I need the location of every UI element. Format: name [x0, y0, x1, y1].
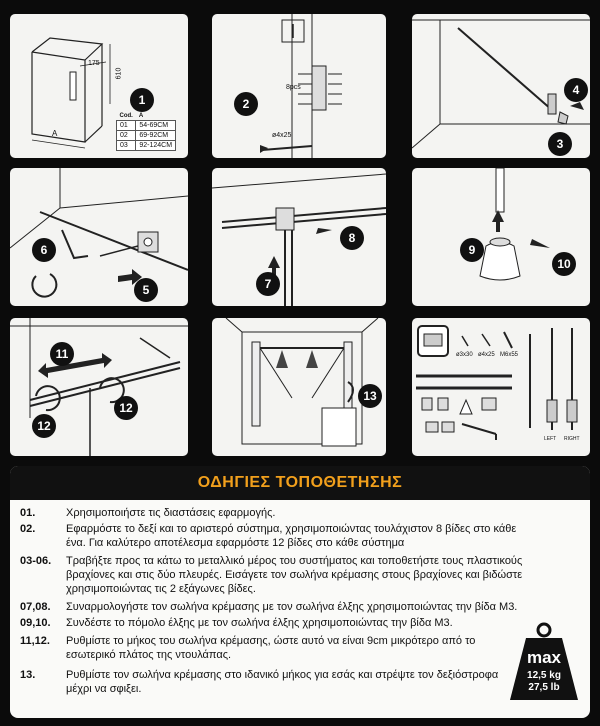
step-panel-8: 13 — [212, 318, 386, 456]
cabinet-dimensions-diagram — [31, 37, 111, 149]
screw-count-label: 8pcs — [286, 84, 301, 91]
step-panel-6: 9 10 — [412, 168, 590, 306]
step-badge-4: 4 — [564, 78, 588, 102]
dimension-a-label: A — [52, 129, 58, 138]
instruction-step: 09,10.Συνδέστε το πόμολο έλξης με τον σω… — [20, 617, 453, 629]
parts-diagram — [416, 325, 578, 440]
max-load-weight-icon: max 12,5 kg 27,5 lb — [508, 622, 580, 702]
bracket-install-diagram — [412, 19, 590, 149]
step-badge-8: 8 — [340, 226, 364, 250]
wardrobe-lift-diagram — [225, 318, 379, 447]
max-label: max — [526, 648, 562, 667]
dimension-depth-label: 175 — [88, 60, 100, 67]
step-panel-5: 7 8 — [212, 168, 386, 306]
step-badge-6: 6 — [32, 238, 56, 262]
step-panel-4: 5 6 — [10, 168, 188, 306]
dimension-height-label: 610 — [115, 67, 123, 80]
parts-panel: ø3x30 ø4x25 M6x55 LEFT RIGHT — [412, 318, 590, 456]
instruction-step: 11,12.Ρυθμίστε το μήκος του σωλήνα κρέμα… — [20, 635, 476, 661]
max-kg-label: 12,5 kg — [527, 670, 561, 681]
step-badge-11: 11 — [50, 342, 74, 366]
part-label-screw-4x25: ø4x25 — [478, 352, 495, 358]
table-header-code: Cod. — [116, 112, 136, 121]
step-badge-1: 1 — [130, 88, 154, 112]
instruction-step: 02.Εφαρμόστε το δεξί και το αριστερό σύσ… — [20, 523, 517, 549]
step-panel-2: 2 8pcs ø4x25 — [212, 14, 386, 158]
instruction-step: 01.Χρησιμοποιήστε τις διαστάσεις εφαρμογ… — [20, 507, 276, 519]
step-badge-7: 7 — [256, 272, 280, 296]
instruction-step: 13.Ρυθμίστε τον σωλήνα κρέμασης στο ιδαν… — [20, 669, 499, 695]
instruction-step: 03-06.Τραβήξτε προς τα κάτω το μεταλλικό… — [20, 555, 523, 595]
side-label-right: RIGHT — [564, 436, 580, 442]
rail-bolt-diagram — [10, 168, 188, 298]
side-label-left: LEFT — [544, 436, 557, 442]
pull-tube-joint-diagram — [212, 173, 386, 306]
instructions-header: ΟΔΗΓΙΕΣ ΤΟΠΟΘΕΤΗΣΗΣ — [10, 466, 590, 500]
step-badge-13: 13 — [358, 384, 382, 408]
step-panel-3: 3 4 — [412, 14, 590, 158]
step-panel-7: 11 12 12 — [10, 318, 188, 456]
step-badge-10: 10 — [552, 252, 576, 276]
max-lb-label: 27,5 lb — [528, 682, 560, 693]
instruction-step: 07,08.Συναρμολογήστε τον σωλήνα κρέμασης… — [20, 601, 518, 613]
part-label-screw-3x30: ø3x30 — [456, 352, 473, 358]
step-badge-3: 3 — [548, 132, 572, 156]
step-badge-5: 5 — [134, 278, 158, 302]
pull-handle-diagram — [479, 168, 550, 281]
wall-mount-diagram — [260, 14, 342, 158]
screw-size-label: ø4x25 — [272, 132, 292, 139]
step-badge-12-left: 12 — [32, 414, 56, 438]
step-badge-9: 9 — [460, 238, 484, 262]
part-label-bolt-m6x55: M6x55 — [500, 352, 519, 358]
step-badge-2: 2 — [234, 92, 258, 116]
instructions-box: ΟΔΗΓΙΕΣ ΤΟΠΟΘΕΤΗΣΗΣ 01.Χρησιμοποιήστε τι… — [10, 466, 590, 718]
instructions-title: ΟΔΗΓΙΕΣ ΤΟΠΟΘΕΤΗΣΗΣ — [197, 474, 403, 491]
table-header-a: A — [135, 112, 176, 121]
step-badge-12-right: 12 — [114, 396, 138, 420]
